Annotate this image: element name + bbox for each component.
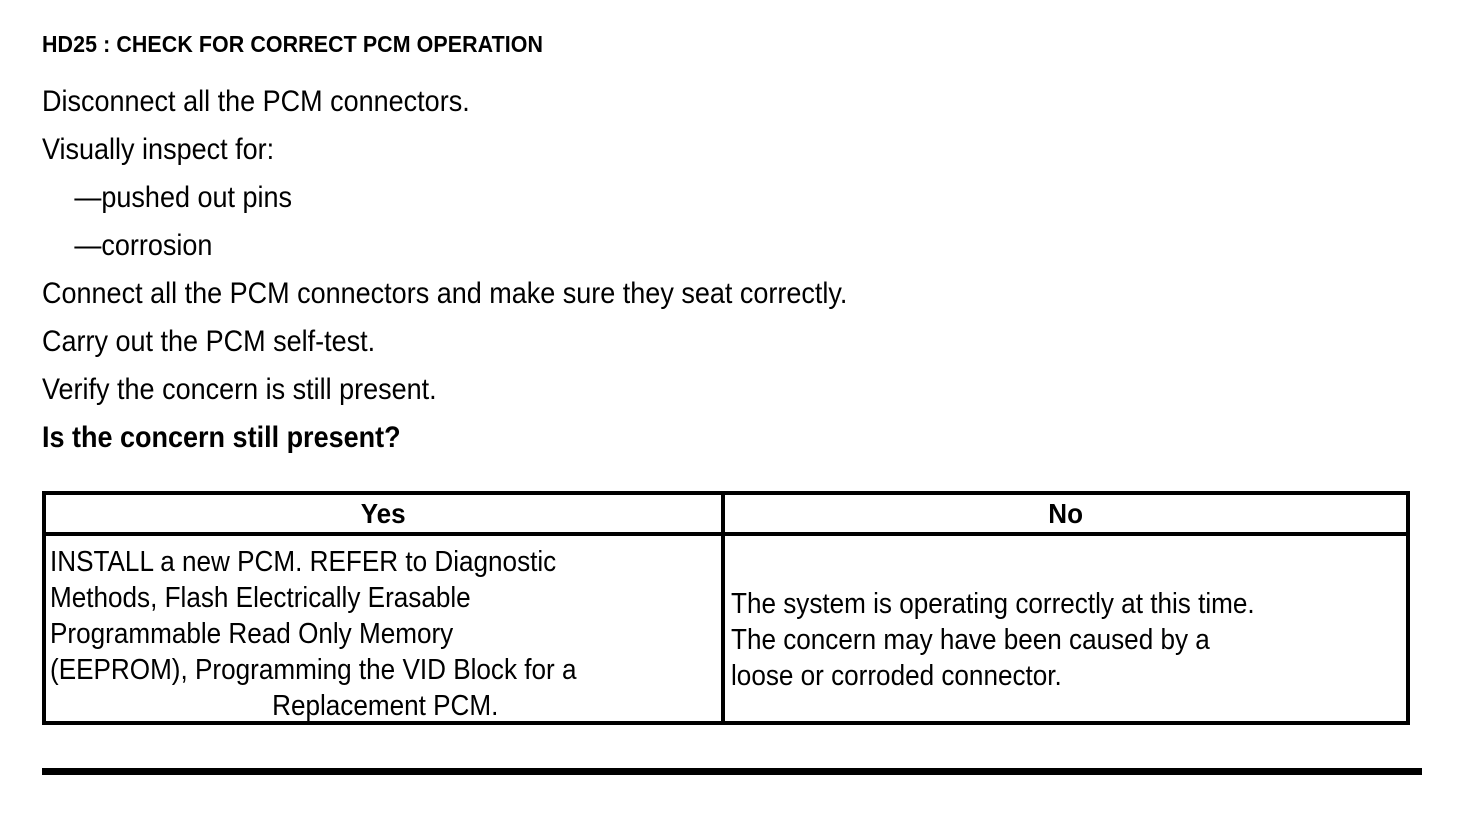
table-cell-yes: INSTALL a new PCM. REFER to Diagnostic M…	[46, 536, 725, 724]
step-line: Visually inspect for:	[42, 133, 275, 166]
table-header-no-label: No	[1048, 498, 1083, 529]
cell-line: The concern may have been caused by a	[731, 624, 1210, 656]
table-header-yes: Yes	[46, 495, 725, 532]
cell-line: The system is operating correctly at thi…	[731, 588, 1255, 620]
cell-line: INSTALL a new PCM. REFER to Diagnostic	[50, 546, 557, 578]
cell-line: (EEPROM), Programming the VID Block for …	[50, 654, 577, 686]
step-line: Verify the concern is still present.	[42, 373, 437, 406]
cell-line: Programmable Read Only Memory	[50, 618, 454, 650]
footer-divider	[42, 768, 1422, 775]
step-bullet: —corrosion	[74, 229, 213, 262]
decision-question: Is the concern still present?	[42, 421, 401, 454]
procedure-steps: Disconnect all the PCM connectors. Visua…	[42, 78, 1422, 462]
page-title: HD25 : CHECK FOR CORRECT PCM OPERATION	[42, 31, 544, 57]
table-cell-no: The system is operating correctly at thi…	[725, 536, 1406, 721]
table-row: INSTALL a new PCM. REFER to Diagnostic M…	[46, 536, 1406, 724]
decision-table: Yes No INSTALL a new PCM. REFER to Diagn…	[42, 491, 1410, 725]
step-line: Carry out the PCM self-test.	[42, 325, 376, 358]
step-line: Connect all the PCM connectors and make …	[42, 277, 848, 310]
table-header-no: No	[725, 495, 1406, 532]
table-cell-yes-text: INSTALL a new PCM. REFER to Diagnostic M…	[50, 544, 680, 724]
table-cell-no-text: The system is operating correctly at thi…	[731, 586, 1361, 694]
table-header-yes-label: Yes	[361, 498, 406, 529]
cell-line: Replacement PCM.	[272, 690, 499, 722]
step-bullet: —pushed out pins	[74, 181, 293, 214]
cell-line: Methods, Flash Electrically Erasable	[50, 582, 471, 614]
cell-line: loose or corroded connector.	[731, 660, 1062, 692]
table-header-row: Yes No	[46, 495, 1406, 536]
step-line: Disconnect all the PCM connectors.	[42, 85, 470, 118]
